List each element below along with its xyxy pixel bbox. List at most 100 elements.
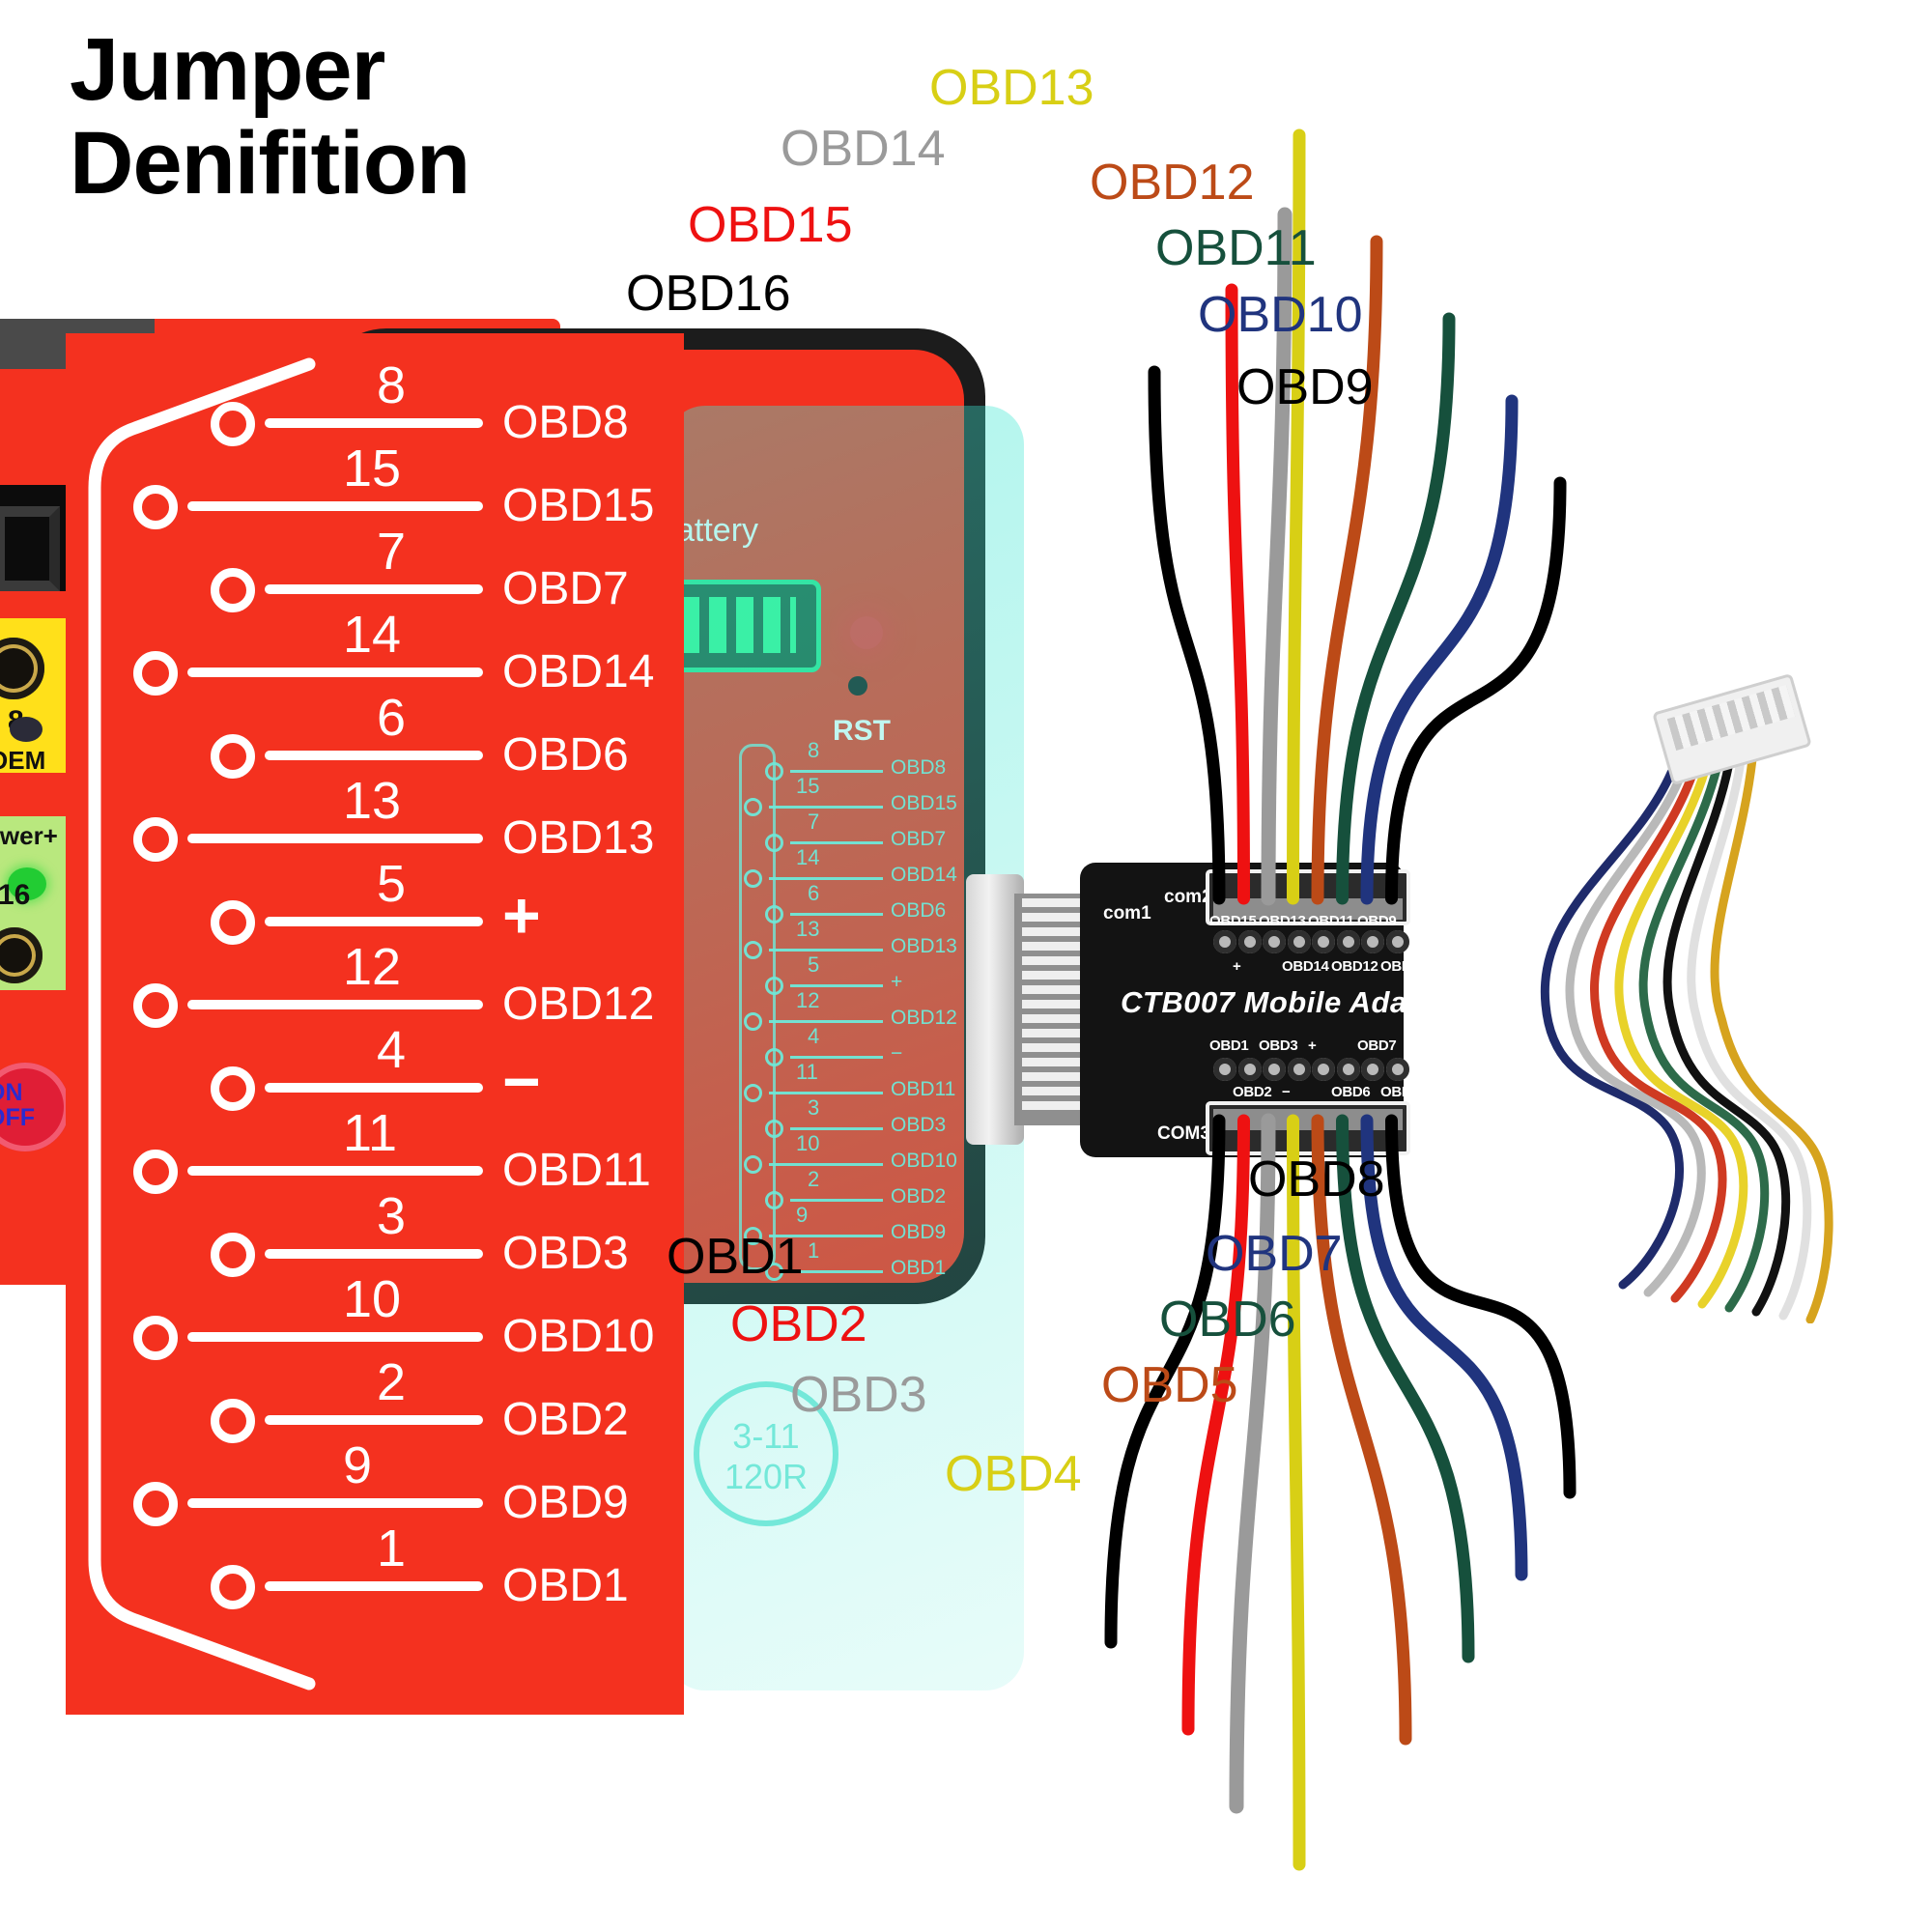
jumper-pin-label: OBD11 <box>502 1145 651 1196</box>
wire-label-top: OBD15 <box>688 197 853 253</box>
board-solder-pad[interactable] <box>1361 930 1384 953</box>
jumper-pin-number: 9 <box>343 1436 373 1494</box>
board-solder-pad[interactable] <box>1213 930 1236 953</box>
board-pad-label: OBD9 <box>1357 913 1397 929</box>
board-solder-pad[interactable] <box>1312 1058 1335 1081</box>
jumper-pin-label: OBD7 <box>502 563 629 614</box>
reset-label: RST <box>833 715 891 748</box>
jumper-pin-line <box>265 917 483 926</box>
loose-cable-photo <box>1478 667 1932 1324</box>
board-solder-pad[interactable] <box>1312 930 1335 953</box>
dsub-pins <box>1022 898 1082 1121</box>
wire-label-top: OBD14 <box>781 121 946 177</box>
dsub-pin <box>1022 985 1082 994</box>
board-solder-pad[interactable] <box>1263 930 1286 953</box>
jumper-pin-line <box>187 1000 483 1009</box>
dsub-pin <box>1022 1101 1082 1110</box>
jumper-pin-circle[interactable] <box>133 485 178 529</box>
board-pad-label: − <box>1282 1084 1291 1100</box>
board-pad-label: OBD1 <box>1209 1037 1249 1054</box>
board-solder-pad[interactable] <box>1287 930 1311 953</box>
com2-header-slot <box>1213 898 1403 920</box>
jumper-pin-label: OBD13 <box>502 812 655 864</box>
board-solder-pad[interactable] <box>1385 1058 1409 1081</box>
wire <box>1385 1114 1577 1499</box>
on-off-switch[interactable]: ONOFF <box>0 1063 70 1151</box>
wire <box>1225 283 1250 905</box>
jumper-pin-circle[interactable] <box>211 900 255 945</box>
board-solder-pad[interactable] <box>1263 1058 1286 1081</box>
dsub-pin <box>1022 1000 1082 1009</box>
jumper-pin-label: OBD6 <box>502 729 629 781</box>
ghost-connector-outline <box>739 744 776 1270</box>
board-pad-label: OBD10 <box>1380 958 1428 975</box>
jumper-pin-circle[interactable] <box>133 1150 178 1194</box>
board-solder-pad[interactable] <box>1385 930 1409 953</box>
jumper-pin-circle[interactable] <box>133 1316 178 1360</box>
jumper-pin-label: OBD1 <box>502 1560 629 1611</box>
board-solder-pad[interactable] <box>1237 1058 1262 1081</box>
jumper-pin-circle[interactable] <box>211 1233 255 1277</box>
jumper-pin-circle[interactable] <box>211 568 255 612</box>
jumper-pin-line <box>265 1581 483 1591</box>
jumper-pin-circle[interactable] <box>133 1482 178 1526</box>
dsub-pin <box>1022 956 1082 965</box>
jumper-pin-number: 15 <box>343 440 402 497</box>
board-solder-pad[interactable] <box>1213 1058 1236 1081</box>
title-line-1: Jumper <box>70 20 385 119</box>
com3-header-slot <box>1213 1109 1403 1130</box>
board-solder-pad[interactable] <box>1361 1058 1384 1081</box>
wire-label-top: OBD9 <box>1236 359 1374 415</box>
wire <box>1311 235 1383 905</box>
board-name-label: CTB007 Mobile Adapter <box>1121 985 1466 1019</box>
battery-level-bars <box>682 597 796 653</box>
board-solder-pad[interactable] <box>1287 1058 1311 1081</box>
wire <box>1148 365 1226 905</box>
board-pad-label: OBD7 <box>1357 1037 1397 1054</box>
board-solder-pad[interactable] <box>1336 930 1360 953</box>
dsub-pin <box>1022 1029 1082 1037</box>
resistor-marking: 3-11 120R <box>694 1381 838 1526</box>
wire-label-bottom: OBD4 <box>945 1446 1082 1502</box>
wire-label-bottom: OBD7 <box>1206 1226 1343 1282</box>
board-solder-pad[interactable] <box>1237 930 1262 953</box>
jumper-pin-label: + <box>502 879 541 952</box>
jumper-pin-circle[interactable] <box>133 983 178 1028</box>
power-pad-label: ower+ <box>0 821 58 850</box>
wire <box>1229 1113 1276 1814</box>
jumper-pin-circle[interactable] <box>211 734 255 779</box>
jumper-pin-circle[interactable] <box>211 1565 255 1609</box>
reset-button[interactable] <box>848 676 867 696</box>
jumper-pin-circle[interactable] <box>133 651 178 696</box>
dsub-pin <box>1022 1043 1082 1052</box>
board-pad-label: OBD6 <box>1331 1084 1371 1100</box>
board-solder-pad[interactable] <box>1336 1058 1360 1081</box>
ghost-pin-row: 5+ <box>715 952 966 1005</box>
dsub-pin <box>1022 942 1082 951</box>
jumper-definition-panel <box>66 333 684 1715</box>
jumper-pin-line <box>187 501 483 511</box>
jumper-pin-number: 3 <box>377 1187 407 1245</box>
jumper-pin-line <box>265 1249 483 1259</box>
oem-pad-label: OEM <box>0 746 46 775</box>
wire <box>1385 476 1567 905</box>
jumper-pin-line <box>187 668 483 677</box>
on-off-label: ONOFF <box>0 1079 35 1131</box>
jumper-pin-circle[interactable] <box>211 402 255 446</box>
dsub-pin <box>1022 1072 1082 1081</box>
jumper-pin-number: 8 <box>377 356 407 414</box>
jumper-pin-label: OBD12 <box>502 979 655 1030</box>
jumper-pin-circle[interactable] <box>211 1399 255 1443</box>
jumper-pin-circle[interactable] <box>133 817 178 862</box>
jumper-pin-line <box>187 1166 483 1176</box>
jumper-pin-circle[interactable] <box>211 1066 255 1111</box>
